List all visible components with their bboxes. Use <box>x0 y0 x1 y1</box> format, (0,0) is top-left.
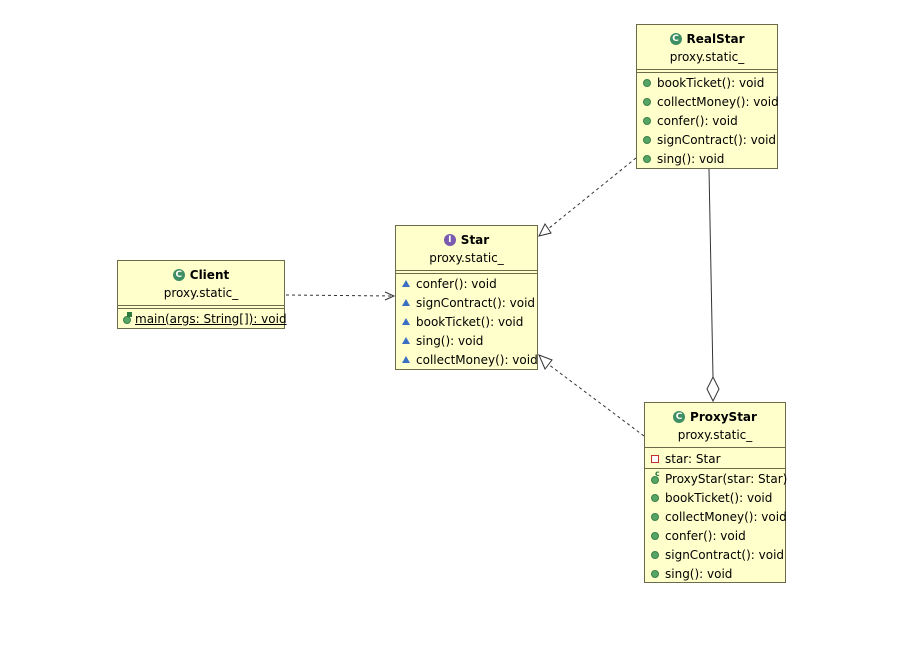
realization-proxystar-to-star <box>538 354 645 437</box>
class-method[interactable]: bookTicket(): void <box>645 488 785 507</box>
public-method-dot-icon <box>651 531 659 540</box>
public-method-dot-icon <box>643 116 651 125</box>
interface-method[interactable]: signContract(): void <box>396 293 537 312</box>
public-method-dot-icon <box>651 569 659 578</box>
private-field-square-icon <box>651 454 659 463</box>
proxystar-class-header: C ProxyStar proxy.static_ <box>645 403 785 447</box>
class-method[interactable]: collectMoney(): void <box>645 507 787 526</box>
proxystar-class-box[interactable]: C ProxyStar proxy.static_ star: Star c P… <box>644 402 787 583</box>
attribute-compartment: star: Star <box>645 447 785 469</box>
package-method-triangle-icon <box>402 299 410 306</box>
public-method-dot-icon <box>643 154 651 163</box>
class-c-icon: C <box>172 269 185 281</box>
class-name: Client <box>189 268 230 282</box>
interface-method[interactable]: bookTicket(): void <box>396 312 537 331</box>
class-method[interactable]: signContract(): void <box>645 545 785 564</box>
public-constructor-icon: c <box>651 469 660 484</box>
class-name: RealStar <box>686 32 745 46</box>
package-method-triangle-icon <box>402 318 410 325</box>
package-method-triangle-icon <box>402 356 410 363</box>
class-method[interactable]: confer(): void <box>645 526 785 545</box>
client-class-header: C Client proxy.static_ <box>118 261 284 305</box>
dependency-client-to-star <box>285 291 396 301</box>
class-method[interactable]: collectMoney(): void <box>637 92 779 111</box>
compartment-divider <box>637 69 777 73</box>
client-class-box[interactable]: C Client proxy.static_ main(args: String… <box>117 260 287 329</box>
class-method[interactable]: bookTicket(): void <box>637 73 777 92</box>
public-method-dot-icon <box>651 512 659 521</box>
class-c-icon: C <box>669 33 682 45</box>
star-interface-box[interactable]: I Star proxy.static_ confer(): void sign… <box>395 225 538 370</box>
public-method-dot-icon <box>651 493 659 502</box>
compartment-divider <box>118 305 284 309</box>
realstar-class-header: C RealStar proxy.static_ <box>637 25 777 69</box>
public-static-method-icon <box>123 311 132 324</box>
interface-package: proxy.static_ <box>429 251 504 265</box>
class-method[interactable]: sing(): void <box>645 564 785 583</box>
compartment-divider <box>396 270 537 274</box>
public-method-dot-icon <box>643 78 651 87</box>
class-c-icon: C <box>673 411 686 423</box>
interface-i-icon: I <box>443 234 456 246</box>
class-method[interactable]: confer(): void <box>637 111 777 130</box>
class-method[interactable]: main(args: String[]): void <box>118 309 287 328</box>
public-method-dot-icon <box>643 135 651 144</box>
public-method-dot-icon <box>651 550 659 559</box>
interface-method[interactable]: collectMoney(): void <box>396 350 538 369</box>
class-package: proxy.static_ <box>669 50 745 64</box>
public-method-dot-icon <box>643 97 651 106</box>
aggregation-realstar-proxystar <box>706 168 720 403</box>
star-interface-header: I Star proxy.static_ <box>396 226 537 270</box>
class-method[interactable]: signContract(): void <box>637 130 777 149</box>
class-method[interactable]: sing(): void <box>637 149 777 168</box>
interface-name: Star <box>460 233 490 247</box>
interface-method[interactable]: confer(): void <box>396 274 537 293</box>
class-constructor[interactable]: c ProxyStar(star: Star) <box>645 469 787 488</box>
realstar-class-box[interactable]: C RealStar proxy.static_ bookTicket(): v… <box>636 24 779 169</box>
class-attribute[interactable]: star: Star <box>645 449 785 468</box>
package-method-triangle-icon <box>402 337 410 344</box>
class-package: proxy.static_ <box>677 428 753 442</box>
class-name: ProxyStar <box>690 410 757 424</box>
interface-method[interactable]: sing(): void <box>396 331 537 350</box>
realization-realstar-to-star <box>538 157 637 237</box>
class-package: proxy.static_ <box>163 286 239 300</box>
package-method-triangle-icon <box>402 280 410 287</box>
